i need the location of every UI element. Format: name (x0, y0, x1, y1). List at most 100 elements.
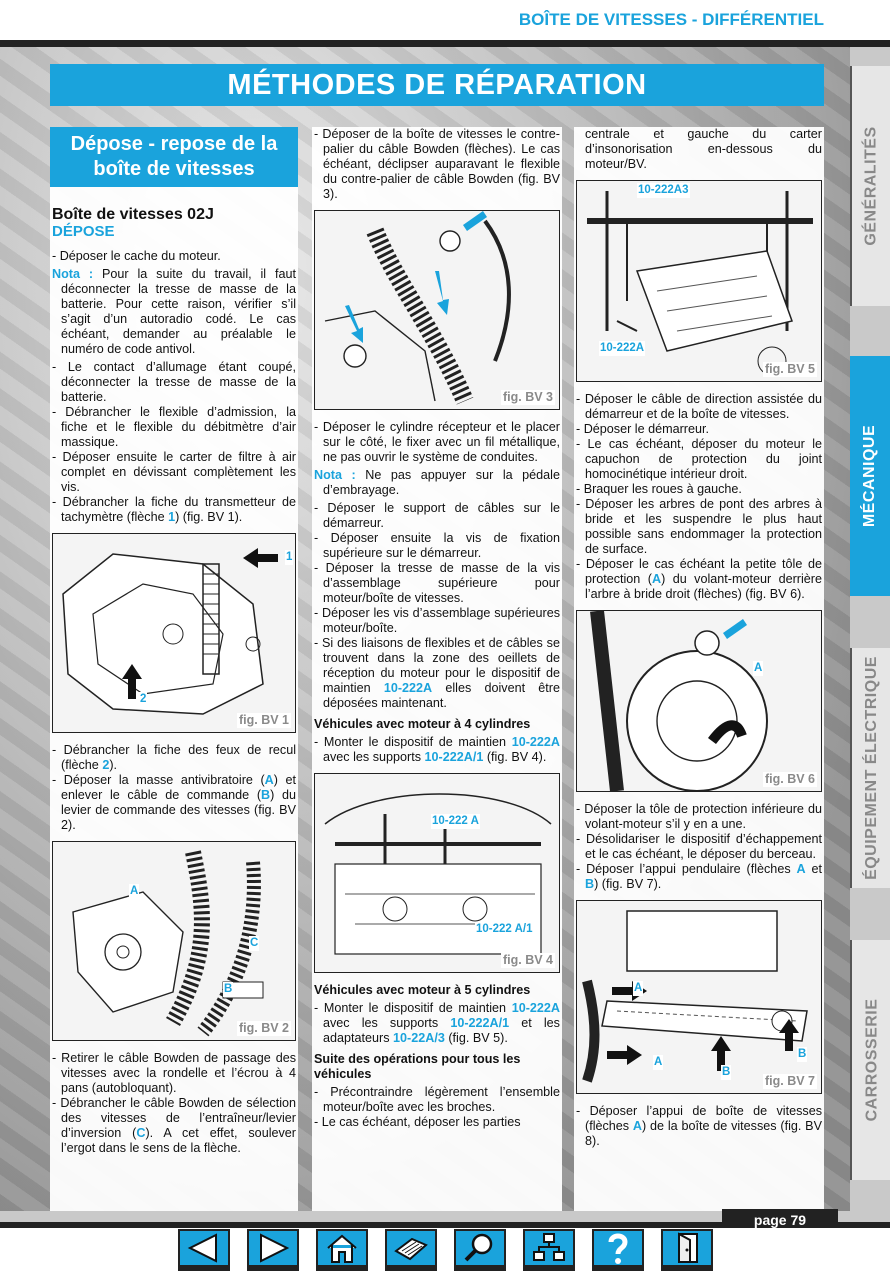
instruction: - Monter le dispositif de maintien 10-22… (312, 1001, 560, 1046)
instruction-continued: centrale et gauche du carter d’insonoris… (585, 127, 822, 171)
running-title: BOÎTE DE VITESSES - DIFFÉRENTIEL (518, 10, 824, 29)
figure-caption: fig. BV 3 (500, 390, 555, 405)
instruction: - Déposer le cylindre récepteur et le pl… (314, 420, 560, 464)
instruction: - Déposer le support de câbles sur le dé… (314, 501, 560, 530)
figure-drawing (577, 181, 821, 381)
text: et les adaptateurs (323, 1016, 560, 1045)
instruction: - Déposer le cache du moteur. (52, 249, 221, 263)
instruction: - Déposer de la boîte de vitesses le con… (314, 127, 560, 201)
text: - Si des liaisons de flexibles et de câb… (314, 636, 560, 695)
text: avec les supports (323, 1016, 451, 1030)
instruction: - Retirer le câble Bowden de passage des… (52, 1051, 296, 1095)
figure-drawing (315, 211, 559, 409)
figure-label: 10-222 A (431, 814, 480, 829)
instruction: - Déposer le démarreur. (576, 422, 709, 436)
figure-label: B (797, 1047, 808, 1062)
instruction: - Monter le dispositif de maintien 10-22… (312, 735, 560, 765)
home-icon (327, 1234, 357, 1263)
figure-label: 1 (285, 550, 294, 565)
tab-label: CARROSSERIE (863, 998, 881, 1122)
ref: 10-222A (511, 735, 560, 749)
tab-mecanique[interactable]: MÉCANIQUE (850, 356, 890, 596)
instruction: - Déposer les vis d’assemblage supérieur… (314, 606, 560, 635)
figure-caption: fig. BV 4 (500, 953, 555, 968)
ref: 10-222A (511, 1001, 560, 1015)
tab-carrosserie[interactable]: CARROSSERIE (850, 940, 890, 1180)
ref: B (585, 877, 595, 891)
instruction: - Le cas échéant, déposer du moteur le c… (576, 437, 822, 481)
text: - Monter le dispositif de maintien (314, 735, 512, 749)
navigation-bar (0, 1228, 890, 1285)
next-button[interactable] (247, 1229, 299, 1271)
text: - Débrancher le câble Bowden de sélectio… (52, 1096, 296, 1140)
figure-bv7: A A B B fig. BV 7 (576, 900, 822, 1094)
ref: 2 (102, 758, 110, 772)
note: Nota : Pour la suite du travail, il faut… (50, 267, 296, 357)
exit-button[interactable] (661, 1229, 713, 1271)
figure-label: 10-222 A/1 (475, 922, 534, 937)
instruction: - Déposer la tôle de protection inférieu… (576, 802, 822, 831)
subheading: Véhicules avec moteur à 5 cylindres (314, 983, 531, 997)
search-button[interactable] (454, 1229, 506, 1271)
instruction: - Braquer les roues à gauche. (576, 482, 742, 496)
tab-equipement-electrique[interactable]: ÉQUIPEMENT ÉLECTRIQUE (850, 648, 890, 888)
index-icon (533, 1233, 565, 1261)
print-button[interactable] (385, 1229, 437, 1271)
figure-bv1: 1 2 fig. BV 1 (52, 533, 296, 733)
home-button[interactable] (316, 1229, 368, 1271)
figure-bv5: 10-222A3 10-222A fig. BV 5 (576, 180, 822, 382)
help-button[interactable] (592, 1229, 644, 1271)
page-banner: MÉTHODES DE RÉPARATION (50, 64, 824, 106)
instruction: - Déposer le câble de direction assistée… (576, 392, 822, 421)
ref: 1 (168, 510, 176, 524)
text: ) (fig. BV 1). (175, 510, 243, 524)
note-text: Ne pas appuyer sur la pédale d’embrayage… (323, 468, 560, 497)
figure-bv3: fig. BV 3 (314, 210, 560, 410)
search-icon (464, 1233, 493, 1262)
figure-caption: fig. BV 1 (236, 713, 291, 728)
ref: 10-222A (383, 681, 433, 695)
figure-drawing (577, 611, 821, 791)
exit-icon (678, 1232, 698, 1263)
note-label: Nota : (314, 468, 356, 482)
column-3: centrale et gauche du carter d’insonoris… (574, 127, 824, 1211)
figure-bv2: A B C fig. BV 2 (52, 841, 296, 1041)
instruction: - Déposer les arbres de pont des arbres … (576, 497, 822, 556)
print-icon (394, 1237, 428, 1261)
column-1: Dépose - repose de la boîte de vitesses … (50, 127, 298, 1211)
instruction: - Déposer la tresse de masse de la vis d… (314, 561, 560, 605)
tab-label: MÉCANIQUE (861, 424, 878, 528)
figure-drawing (53, 534, 295, 732)
instruction: - Débrancher le câble Bowden de sélectio… (50, 1096, 296, 1156)
ref: A (651, 572, 662, 586)
ref: B (261, 788, 271, 802)
figure-label: A (633, 981, 644, 996)
instruction: - Déposer la masse antivibratoire (A) et… (50, 773, 296, 833)
previous-button[interactable] (178, 1229, 230, 1271)
text: (fig. BV 5). (444, 1031, 508, 1045)
tab-generalites[interactable]: GÉNÉRALITÉS (850, 66, 890, 306)
instruction: - Déposer l’appui pendulaire (flèches A … (574, 862, 822, 892)
instruction: - Le cas échéant, déposer les parties (314, 1115, 521, 1129)
figure-label: A (753, 661, 764, 676)
help-icon (608, 1233, 628, 1264)
text: - Déposer l’appui de boîte de vitesses (… (576, 1104, 822, 1133)
text: ) et enlever le câble de commande ( (61, 773, 296, 802)
text: - Débrancher la fiche du transmetteur de… (52, 495, 296, 524)
text: ) de la boîte de vitesses (fig. BV 8). (585, 1119, 822, 1148)
text: avec les supports (323, 750, 425, 764)
step-heading: DÉPOSE (52, 223, 115, 240)
text: - Déposer l’appui pendulaire (flèches (576, 862, 797, 876)
note-label: Nota : (52, 267, 94, 281)
instruction: - Si des liaisons de flexibles et de câb… (312, 636, 560, 711)
tab-label: GÉNÉRALITÉS (863, 126, 881, 246)
figure-drawing (53, 842, 295, 1040)
figure-label: A (129, 884, 140, 899)
instruction: - Débrancher la fiche des feux de recul … (50, 743, 296, 773)
footer-rule (0, 1222, 890, 1228)
figure-label: B (721, 1065, 732, 1080)
ref: A (796, 862, 806, 876)
instruction: - Précontraindre légèrement l’ensemble m… (314, 1085, 560, 1114)
text: ) (fig. BV 7). (594, 877, 662, 891)
index-button[interactable] (523, 1229, 575, 1271)
